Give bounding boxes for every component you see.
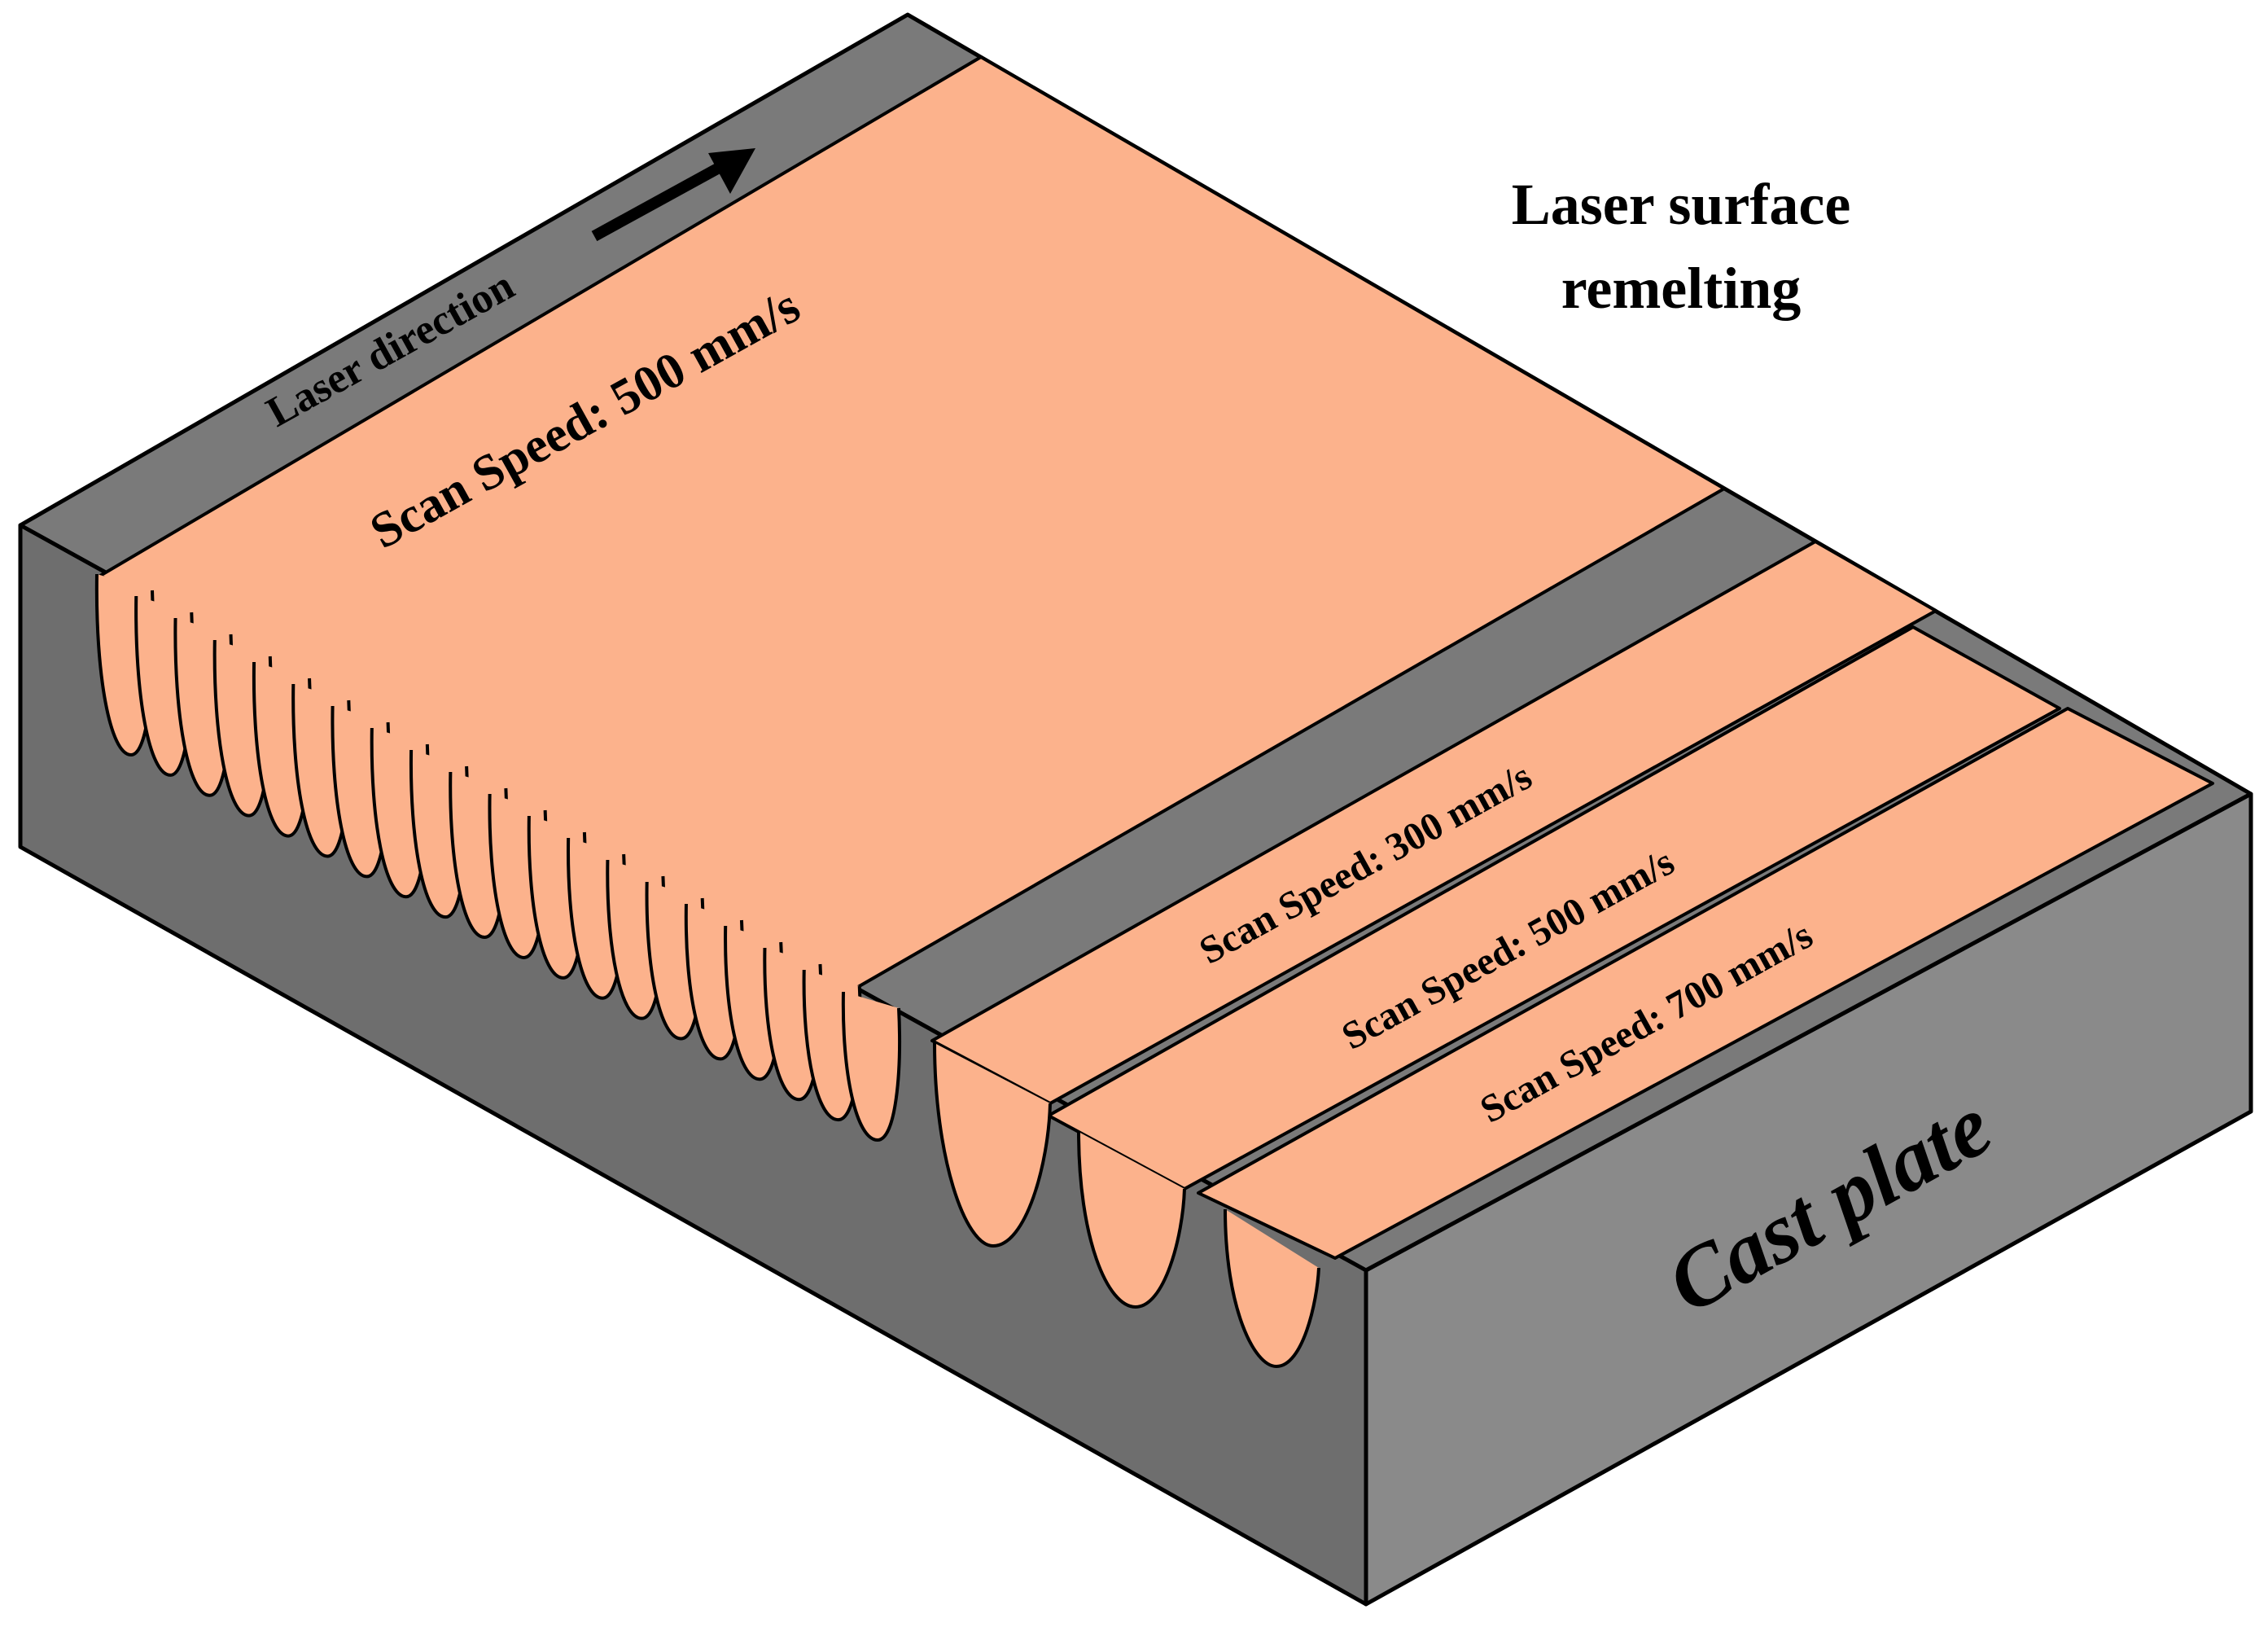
melt-pool-track-3	[1224, 1208, 1320, 1369]
title-line-1: Laser surface	[1512, 172, 1851, 237]
melt-pool-scallop	[841, 991, 901, 1142]
laser-direction-arrow-icon	[591, 148, 755, 242]
block-right-face	[1364, 792, 2253, 1607]
title-line-2: remelting	[1561, 256, 1802, 321]
melt-pool-cross-sections	[94, 573, 901, 1142]
melt-pool-track-1	[933, 1042, 1052, 1248]
melt-track-3	[1197, 707, 2214, 1260]
melt-pool-track-2	[1077, 1131, 1186, 1309]
